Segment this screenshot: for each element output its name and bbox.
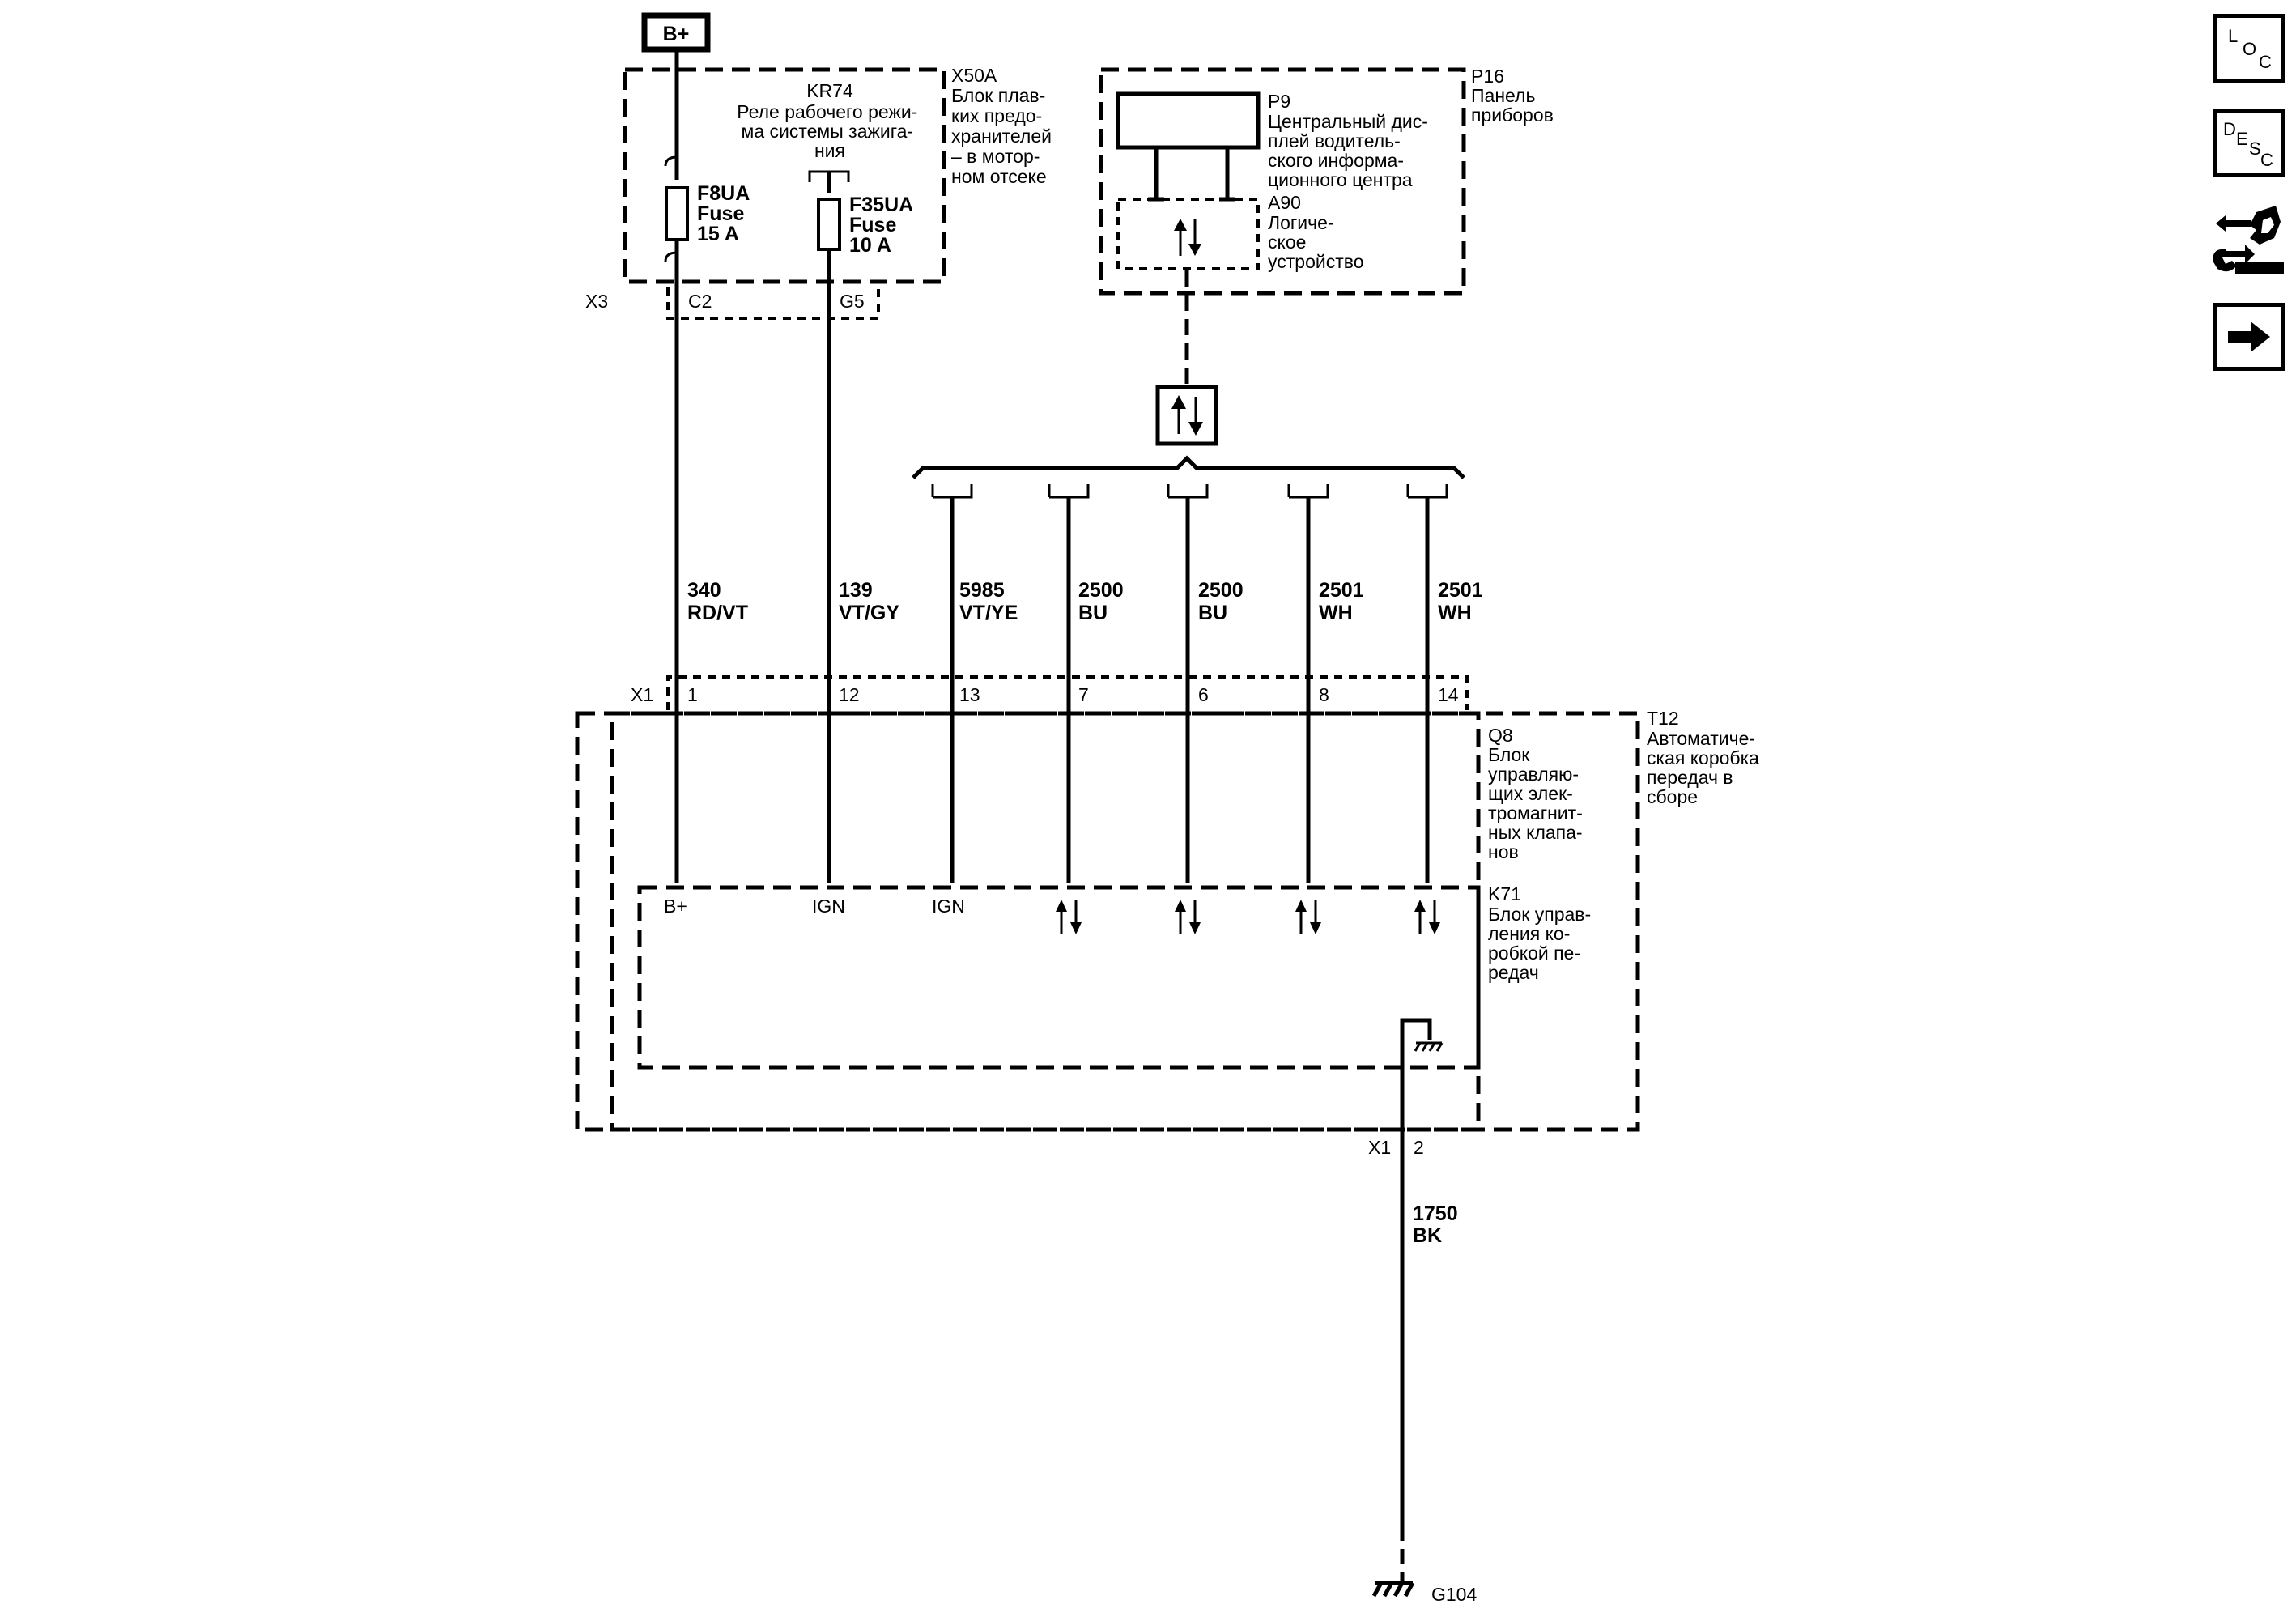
svg-text:C: C bbox=[2260, 150, 2273, 170]
svg-text:E: E bbox=[2236, 129, 2248, 149]
transmission-id: T12 bbox=[1647, 708, 1679, 729]
bidirectional-arrow-icon bbox=[1414, 900, 1440, 934]
tcm-id: K71 bbox=[1488, 883, 1521, 904]
fuse-block-description: Блок плав- ких предо- хранителей – в мот… bbox=[951, 85, 1057, 187]
cluster-description: Панель приборов bbox=[1471, 85, 1554, 126]
bus-wire bbox=[1167, 484, 1209, 883]
tcm-outline bbox=[637, 885, 1481, 1070]
connector-x3-pin-g5: G5 bbox=[840, 291, 865, 312]
logic-outline bbox=[1116, 198, 1260, 270]
wire-340 bbox=[664, 49, 679, 883]
bus-wires bbox=[931, 484, 1448, 883]
tcm-description: Блок управ- ления ко- робкой пе- редач bbox=[1488, 904, 1597, 983]
connector-x1-pin: 12 bbox=[839, 684, 860, 705]
connector-x1-pin: 13 bbox=[959, 684, 980, 705]
bus-wire bbox=[1406, 484, 1448, 883]
tcm-terminal-bplus: B+ bbox=[664, 896, 687, 917]
svg-text:D: D bbox=[2223, 119, 2236, 139]
connector-x1-id: X1 bbox=[631, 684, 653, 705]
svg-text:O: O bbox=[2243, 39, 2256, 59]
ground-symbol bbox=[1371, 1572, 1415, 1598]
wire-139 bbox=[808, 170, 850, 883]
svg-text:C: C bbox=[2259, 52, 2272, 72]
bidirectional-arrow-icon bbox=[1056, 900, 1082, 934]
fuse-block-id: X50A bbox=[951, 65, 997, 86]
connector-x1-pin: 6 bbox=[1198, 684, 1209, 705]
ground-id: G104 bbox=[1431, 1584, 1477, 1605]
transmission-description: Автоматиче- ская коробка передач в сборе bbox=[1647, 728, 1764, 807]
relay-id: KR74 bbox=[806, 80, 853, 101]
description-button[interactable]: D E S C bbox=[2213, 109, 2285, 177]
display-id: P9 bbox=[1268, 91, 1290, 112]
logic-bidirectional-icon bbox=[1174, 219, 1201, 256]
tcm-serial-terminals bbox=[1056, 900, 1440, 934]
svg-text:L: L bbox=[2228, 26, 2238, 46]
bus-wire bbox=[1287, 484, 1329, 883]
tcm-internal-ground bbox=[1400, 1018, 1444, 1130]
relay-description: Реле рабочего режи- ма системы зажига- н… bbox=[737, 101, 922, 161]
serial-data-icon bbox=[1155, 385, 1218, 446]
power-source: B+ bbox=[641, 12, 711, 53]
description-icon: D E S C bbox=[2223, 119, 2273, 170]
bus-wire bbox=[1048, 484, 1090, 883]
location-icon: L O C bbox=[2228, 26, 2272, 72]
connector-x1-pin: 8 bbox=[1319, 684, 1329, 705]
connector-x3: X3 C2 G5 bbox=[585, 287, 880, 320]
tcm-terminal-ign: IGN bbox=[812, 896, 845, 917]
connector-x1-ground-id: X1 bbox=[1368, 1137, 1391, 1158]
bidirectional-arrow-icon bbox=[1175, 900, 1201, 934]
fuse-f35ua-label: F35UA Fuse 10 A bbox=[849, 194, 918, 257]
connector-x1-pin: 14 bbox=[1438, 684, 1459, 705]
cluster-id: P16 bbox=[1471, 66, 1504, 87]
diagnostic-connector-button[interactable] bbox=[2211, 198, 2285, 275]
connector-x1-pin: 1 bbox=[687, 684, 698, 705]
power-label: B+ bbox=[663, 23, 690, 45]
ground-wire-label: 1750 BK bbox=[1413, 1202, 1464, 1247]
tcm-terminal-ign: IGN bbox=[932, 896, 965, 917]
logic-description: Логиче- ское устройство bbox=[1268, 212, 1364, 272]
transmission-outline bbox=[575, 711, 1640, 1132]
fuse-f35ua: F35UA Fuse 10 A bbox=[817, 194, 918, 257]
arrow-right-icon bbox=[2228, 321, 2270, 352]
connector-x1: X1 1 12 13 7 6 8 14 bbox=[631, 675, 1469, 710]
logic-id: A90 bbox=[1268, 192, 1301, 213]
location-button[interactable]: L O C bbox=[2213, 14, 2285, 83]
connector-x1-pin: 7 bbox=[1078, 684, 1089, 705]
connector-x1-ground-pin: 2 bbox=[1414, 1137, 1424, 1158]
display-description: Центральный дис- плей водитель- ского ин… bbox=[1268, 111, 1433, 190]
connector-wrench-icon bbox=[2213, 206, 2284, 274]
next-button[interactable] bbox=[2213, 303, 2285, 371]
svg-text:S: S bbox=[2249, 138, 2261, 159]
bidirectional-arrow-icon bbox=[1295, 900, 1321, 934]
fuse-f8ua-label: F8UA Fuse 15 A bbox=[697, 182, 755, 245]
fuse-f8ua: F8UA Fuse 15 A bbox=[665, 182, 755, 245]
valve-body-description: Блок управляю- щих элек- тромагнит- ных … bbox=[1488, 744, 1588, 862]
display-p9 bbox=[1116, 91, 1261, 202]
bus-wire bbox=[931, 484, 973, 883]
valve-body-id: Q8 bbox=[1488, 725, 1513, 746]
connector-x3-pin-c2: C2 bbox=[688, 291, 712, 312]
connector-x3-id: X3 bbox=[585, 291, 608, 312]
data-bus-brace bbox=[912, 455, 1465, 479]
